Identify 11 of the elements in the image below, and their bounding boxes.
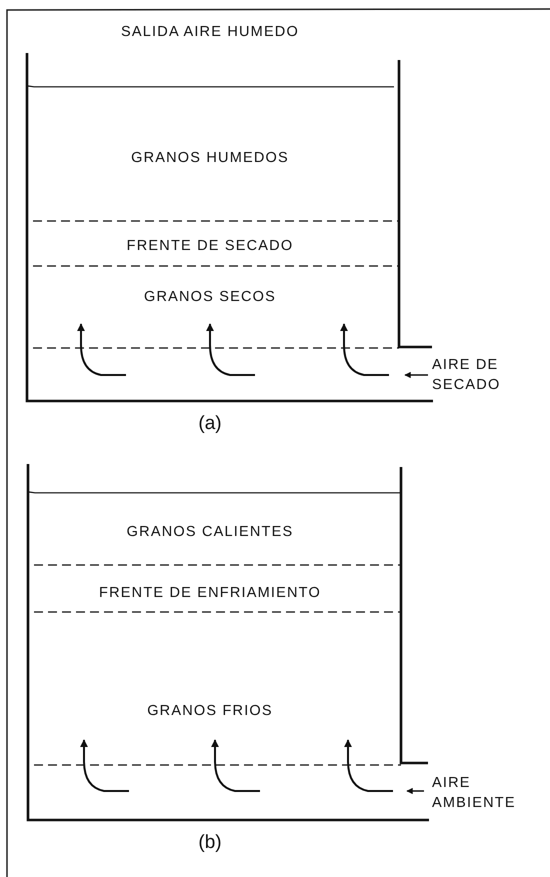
layer-label: FRENTE DE ENFRIAMIENTO <box>99 584 321 603</box>
layer-label: FRENTE DE SECADO <box>126 237 294 256</box>
layer-label: GRANOS CALIENTES <box>126 523 294 542</box>
air-inlet-label: AIRE DE SECADO <box>432 356 502 395</box>
panel-caption: (b) <box>198 833 222 853</box>
panel-caption: (a) <box>198 414 222 434</box>
air-inlet-label: AIRE AMBIENTE <box>432 774 517 813</box>
layer-label: GRANOS SECOS <box>144 288 276 307</box>
layer-label: GRANOS HUMEDOS <box>131 149 289 168</box>
outlet-label: SALIDA AIRE HUMEDO <box>121 23 299 42</box>
layer-label: GRANOS FRIOS <box>147 702 273 721</box>
